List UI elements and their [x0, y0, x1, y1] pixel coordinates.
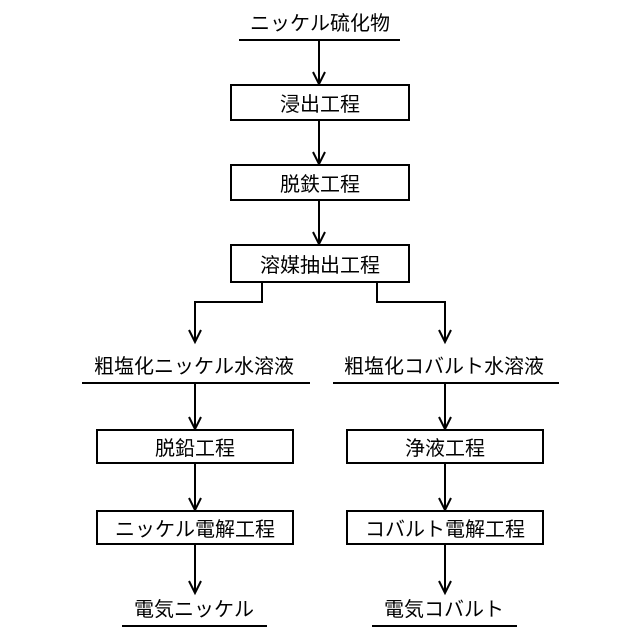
cobalt-product-label: 電気コバルト — [384, 597, 504, 621]
nickel-product-label: 電気ニッケル — [134, 597, 254, 621]
cobalt-product-underline — [372, 625, 517, 627]
nickel-purification-step-box: 脱鉛工程 — [96, 429, 294, 464]
feed-material-label: ニッケル硫化物 — [250, 11, 390, 35]
cobalt-solution-label: 粗塩化コバルト水溶液 — [344, 354, 544, 378]
feed-material-underline — [239, 39, 400, 41]
leaching-step-box: 浸出工程 — [230, 84, 410, 121]
arrow-split-to-nickel — [195, 283, 262, 340]
nickel-solution-label: 粗塩化ニッケル水溶液 — [94, 354, 294, 378]
cobalt-purification-step-box: 浄液工程 — [346, 429, 544, 464]
cobalt-electrowinning-step-box: コバルト電解工程 — [346, 510, 544, 545]
solvent-extraction-step-box: 溶媒抽出工程 — [230, 244, 410, 283]
nickel-product-underline — [122, 625, 267, 627]
arrow-split-to-cobalt — [377, 283, 445, 340]
iron-removal-step-box: 脱鉄工程 — [230, 164, 410, 201]
nickel-electrowinning-step-box: ニッケル電解工程 — [96, 510, 294, 545]
cobalt-solution-underline — [333, 382, 559, 384]
nickel-solution-underline — [82, 382, 310, 384]
